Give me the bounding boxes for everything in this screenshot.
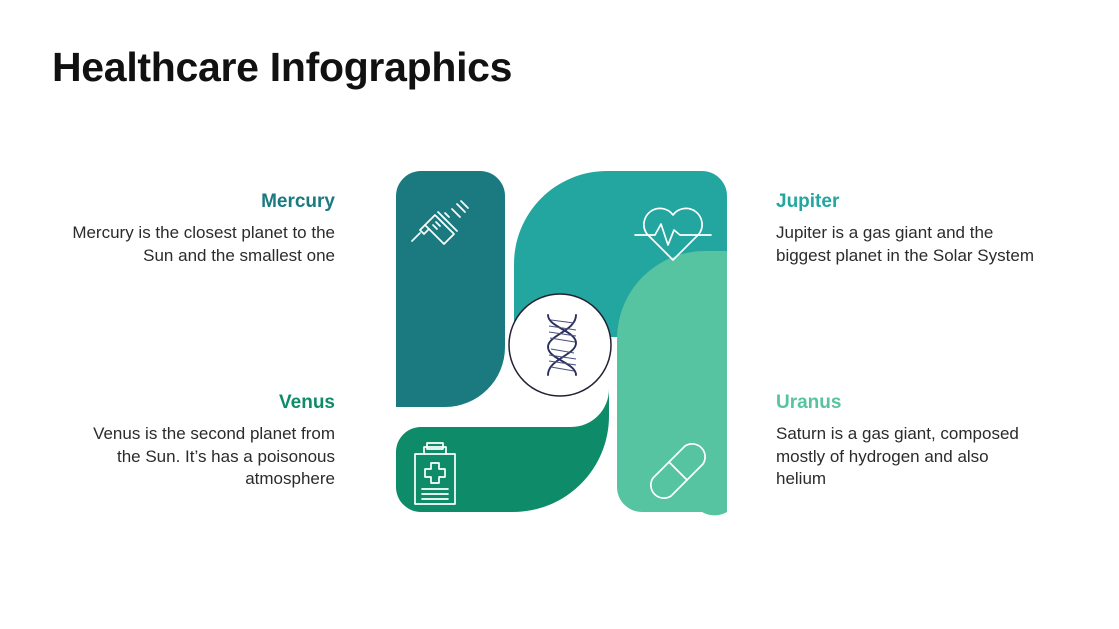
- panel-uranus: [617, 251, 727, 516]
- panel-mercury: [396, 171, 505, 407]
- heading-jupiter: Jupiter: [776, 191, 840, 212]
- heading-venus: Venus: [279, 392, 335, 413]
- heart-pulse-icon: [634, 207, 712, 261]
- dna-helix-icon: [547, 314, 577, 376]
- text-block-venus: Venus Venus is the second planet from th…: [70, 392, 335, 491]
- text-block-mercury: Mercury Mercury is the closest planet to…: [70, 191, 335, 267]
- page-title: Healthcare Infographics: [52, 44, 513, 90]
- clipboard-medical-icon: [414, 442, 456, 505]
- pinwheel-graphic: [389, 164, 734, 519]
- center-circle: [508, 293, 612, 397]
- body-venus: Venus is the second planet from the Sun.…: [93, 423, 335, 489]
- text-block-uranus: Uranus Saturn is a gas giant, composed m…: [776, 392, 1041, 491]
- body-mercury: Mercury is the closest planet to the Sun…: [72, 222, 335, 265]
- heading-uranus: Uranus: [776, 392, 842, 413]
- text-block-jupiter: Jupiter Jupiter is a gas giant and the b…: [776, 191, 1041, 267]
- syringe-icon: [411, 200, 469, 245]
- heading-mercury: Mercury: [261, 191, 335, 212]
- panel-venus: [396, 324, 609, 512]
- capsule-pill-icon: [650, 443, 706, 499]
- body-uranus: Saturn is a gas giant, composed mostly o…: [776, 423, 1019, 489]
- body-jupiter: Jupiter is a gas giant and the biggest p…: [776, 222, 1034, 265]
